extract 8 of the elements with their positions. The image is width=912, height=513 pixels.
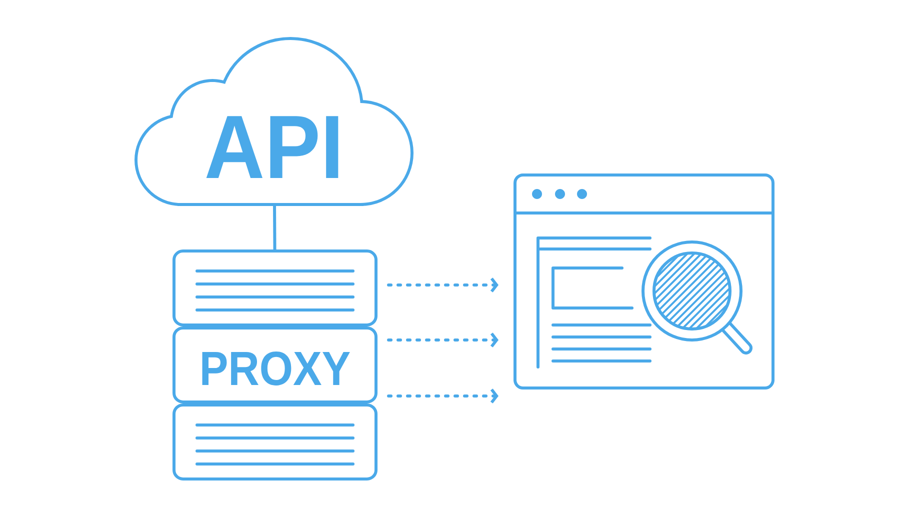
server-box <box>172 403 378 480</box>
dashed-arrow <box>387 388 498 404</box>
server-box: PROXY <box>172 326 378 404</box>
server-box <box>172 249 378 326</box>
cloud: API <box>134 37 414 206</box>
dashed-arrow <box>387 278 498 292</box>
connector-line <box>273 203 276 250</box>
dashed-arrow <box>387 332 498 348</box>
